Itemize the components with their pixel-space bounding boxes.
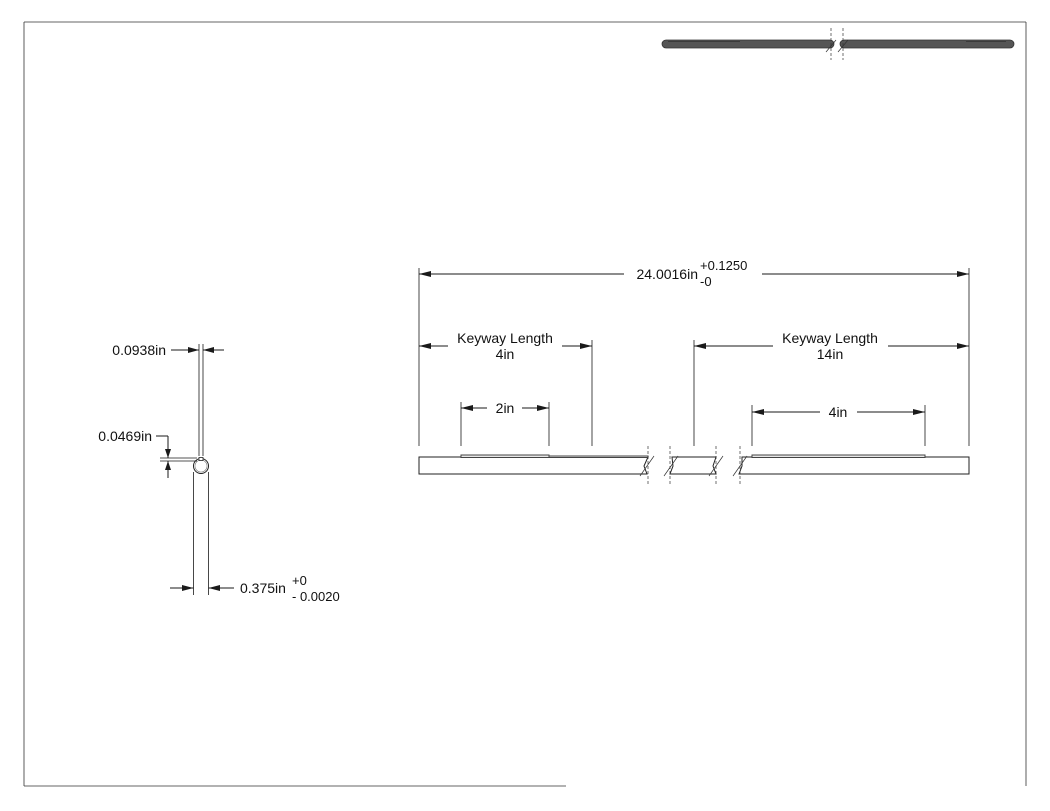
keyway-left-length-dimension: Keyway Length 4in: [419, 330, 592, 362]
keyway-right-label: Keyway Length: [782, 330, 878, 346]
keyway-right: [751, 454, 926, 458]
shaft-preview-left: [661, 39, 835, 49]
keyway-left-offset-value: 2in: [496, 400, 515, 416]
side-view: 24.0016in +0.1250 -0 Keyway Length 4in K…: [418, 258, 970, 486]
keyway-width-dimension: 0.0938in: [112, 342, 224, 456]
end-view: 0.0938in 0.0469in 0.375in +0 - 0.0020: [98, 342, 339, 604]
keyway-depth-value: 0.0469in: [98, 428, 152, 444]
shaft-segment-middle: [669, 456, 717, 475]
diameter-value: 0.375in: [240, 580, 286, 596]
keyway-left-value: 4in: [496, 346, 515, 362]
keyway-right-offset-dimension: 4in: [752, 404, 925, 420]
sheet-border: [23, 21, 1027, 787]
keyway-notch: [198, 457, 204, 461]
diameter-tol-minus: - 0.0020: [292, 589, 340, 604]
keyway-right-length-dimension: Keyway Length 14in: [694, 330, 969, 362]
overall-length-tol-minus: -0: [700, 274, 712, 289]
overall-length-value: 24.0016in: [636, 266, 698, 282]
shaft-segment-right: [738, 456, 970, 475]
keyway-left-label: Keyway Length: [457, 330, 553, 346]
keyway-left-offset-dimension: 2in: [461, 400, 549, 416]
keyway-right-offset-value: 4in: [829, 404, 848, 420]
overall-length-dimension: 24.0016in +0.1250 -0: [419, 258, 969, 289]
shaft-segment-left: [418, 456, 649, 475]
overall-length-tol-plus: +0.1250: [700, 258, 747, 273]
diameter-tol-plus: +0: [292, 573, 307, 588]
keyway-width-value: 0.0938in: [112, 342, 166, 358]
diameter-dimension: 0.375in +0 - 0.0020: [170, 472, 340, 604]
keyway-right-value: 14in: [817, 346, 843, 362]
keyway-depth-dimension: 0.0469in: [98, 428, 197, 478]
keyway-left-tail: [548, 455, 649, 458]
break-mark: [639, 446, 748, 486]
shaft-preview-view: [661, 28, 1015, 60]
shaft-preview-right: [839, 39, 1015, 49]
keyway-left: [460, 454, 550, 458]
